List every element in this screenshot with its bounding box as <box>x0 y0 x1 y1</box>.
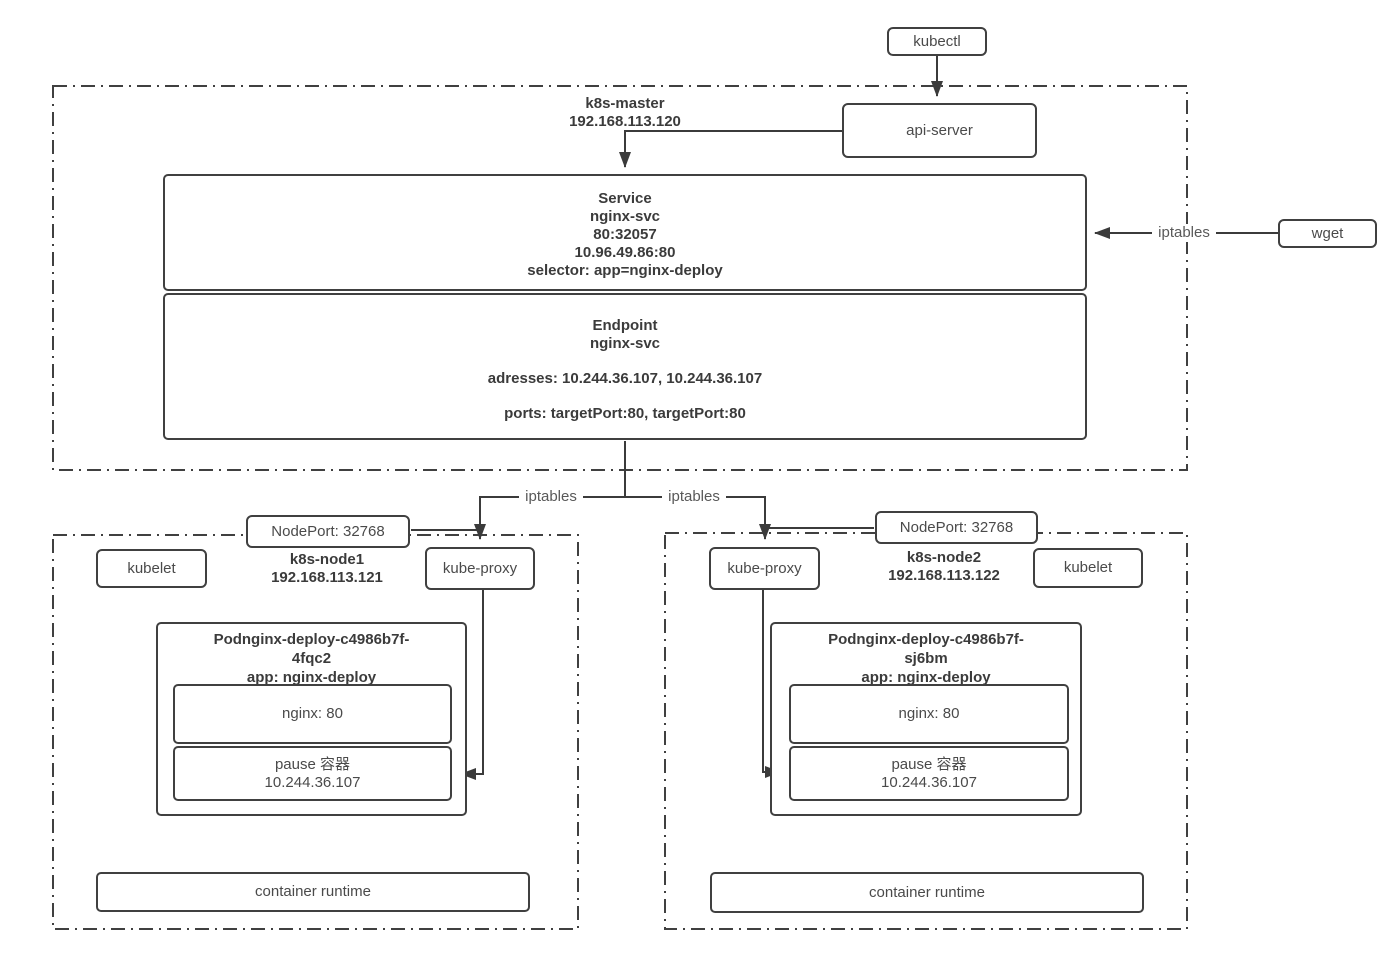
nginx-container-box: nginx: 80 <box>789 684 1069 744</box>
master-label: k8s-master 192.168.113.120 <box>495 95 755 131</box>
pause-ip: 10.244.36.107 <box>881 773 977 791</box>
kubelet-box: kubelet <box>1033 548 1143 588</box>
master-boundary <box>52 85 1188 471</box>
kube-proxy-box: kube-proxy <box>425 547 535 590</box>
kubelet-box: kubelet <box>96 549 207 588</box>
node1-name: k8s-node1 <box>289 551 365 568</box>
kube-proxy-box: kube-proxy <box>709 547 820 590</box>
pod1-header: Podnginx-deploy-c4986b7f- 4fqc2 app: ngi… <box>158 630 465 687</box>
pod-box: Podnginx-deploy-c4986b7f- sj6bm app: ngi… <box>770 622 1082 816</box>
service-title: Service <box>598 190 652 207</box>
service-selector: selector: app=nginx-deploy <box>527 262 723 279</box>
api-server-box: api-server <box>842 103 1037 158</box>
pause-container-box: pause 容器 10.244.36.107 <box>789 746 1069 801</box>
pause-label: pause 容器 <box>274 755 351 773</box>
node2-ip: 192.168.113.122 <box>888 567 1000 584</box>
nodeport-badge: NodePort: 32768 <box>875 511 1038 544</box>
iptables-label: iptables <box>662 488 726 506</box>
endpoint-name: nginx-svc <box>589 335 661 352</box>
kubectl-box: kubectl <box>887 27 987 56</box>
pod2-header: Podnginx-deploy-c4986b7f- sj6bm app: ngi… <box>772 630 1080 687</box>
nodeport-badge: NodePort: 32768 <box>246 515 410 548</box>
pod2-name-line2: sj6bm <box>904 650 948 667</box>
endpoint-box: Endpoint nginx-svc adresses: 10.244.36.1… <box>163 293 1087 440</box>
iptables-label: iptables <box>519 488 583 506</box>
pod1-app-label: app: nginx-deploy <box>246 669 377 686</box>
apiserver-to-service-arrow <box>619 130 842 168</box>
nginx-container-box: nginx: 80 <box>173 684 452 744</box>
service-box: Service nginx-svc 80:32057 10.96.49.86:8… <box>163 174 1087 291</box>
service-name: nginx-svc <box>589 208 661 225</box>
pause-label: pause 容器 <box>891 755 967 773</box>
kubeproxy1-to-pause-arrow <box>460 590 484 780</box>
node1-label: k8s-node1 192.168.113.121 <box>227 551 427 587</box>
pause-ip: 10.244.36.107 <box>264 773 361 791</box>
node2-name: k8s-node2 <box>906 549 982 566</box>
pod1-name-line2: 4fqc2 <box>291 650 332 667</box>
container-runtime-box: container runtime <box>710 872 1144 913</box>
pod1-name-line1: Podnginx-deploy-c4986b7f- <box>213 631 410 648</box>
node1-ip: 192.168.113.121 <box>271 569 383 586</box>
pod2-app-label: app: nginx-deploy <box>861 669 991 686</box>
pause-container-box: pause 容器 10.244.36.107 <box>173 746 452 801</box>
service-port-mapping: 80:32057 <box>593 226 657 243</box>
endpoint-ports: ports: targetPort:80, targetPort:80 <box>504 405 746 422</box>
master-name: k8s-master <box>585 95 665 112</box>
wget-box: wget <box>1278 219 1377 248</box>
master-ip: 192.168.113.120 <box>569 113 681 130</box>
node2-label: k8s-node2 192.168.113.122 <box>844 549 1044 585</box>
endpoint-title: Endpoint <box>592 317 658 334</box>
pod-box: Podnginx-deploy-c4986b7f- 4fqc2 app: ngi… <box>156 622 467 816</box>
endpoint-addresses: adresses: 10.244.36.107, 10.244.36.107 <box>487 370 763 387</box>
pod2-name-line1: Podnginx-deploy-c4986b7f- <box>828 631 1024 648</box>
service-cluster-ip: 10.96.49.86:80 <box>574 244 676 261</box>
container-runtime-box: container runtime <box>96 872 530 912</box>
iptables-label: iptables <box>1152 224 1216 242</box>
